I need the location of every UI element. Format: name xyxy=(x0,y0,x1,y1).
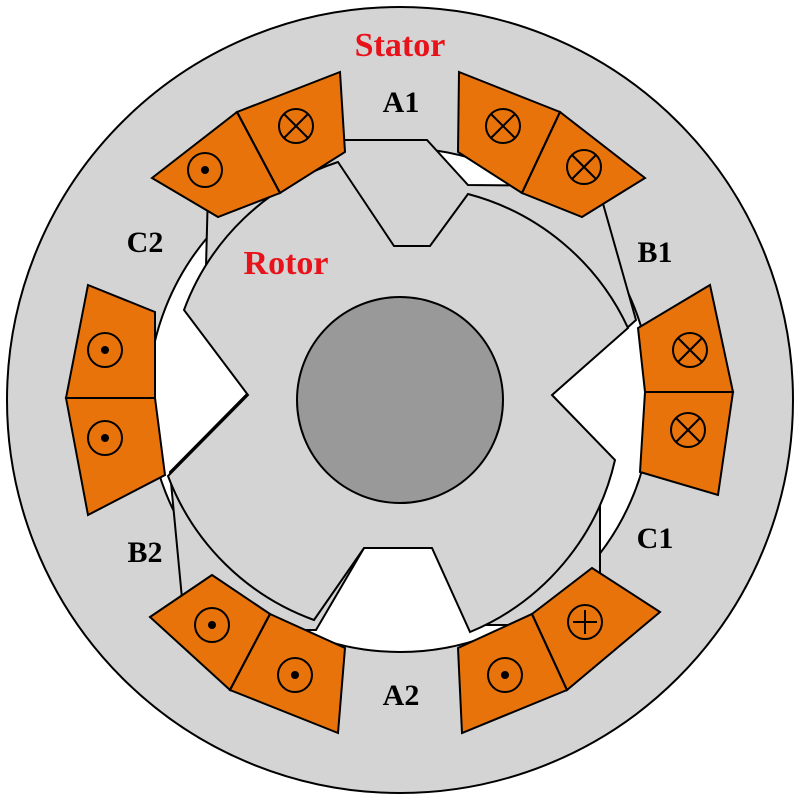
conductor-out-of-page xyxy=(277,657,313,693)
coil-group-top-left xyxy=(150,70,347,219)
conductor-into-page xyxy=(278,108,314,144)
label-rotor: Rotor xyxy=(244,245,329,282)
label-phase-c2: C2 xyxy=(127,226,164,259)
conductor-out-of-page xyxy=(87,332,123,368)
coil-group-bottom-left xyxy=(148,573,347,735)
conductor-into-page xyxy=(672,332,708,368)
conductor-into-page xyxy=(670,412,706,448)
label-phase-b2: B2 xyxy=(127,536,162,569)
conductor-into-page xyxy=(567,604,603,640)
conductor-out-of-page xyxy=(194,607,230,643)
conductor-out-of-page xyxy=(187,152,223,188)
conductor-out-of-page xyxy=(87,420,123,456)
coil-group-right xyxy=(636,283,735,497)
conductor-into-page xyxy=(566,149,602,185)
shaft xyxy=(296,296,504,504)
label-phase-c1: C1 xyxy=(637,522,674,555)
label-stator: Stator xyxy=(355,27,446,64)
coil-group-left xyxy=(64,283,167,517)
coil-group-bottom-right xyxy=(456,566,662,735)
label-phase-a1: A1 xyxy=(383,86,420,119)
conductor-out-of-page xyxy=(487,657,523,693)
label-phase-b1: B1 xyxy=(637,236,672,269)
label-phase-a2: A2 xyxy=(383,679,420,712)
conductor-into-page xyxy=(485,108,521,144)
